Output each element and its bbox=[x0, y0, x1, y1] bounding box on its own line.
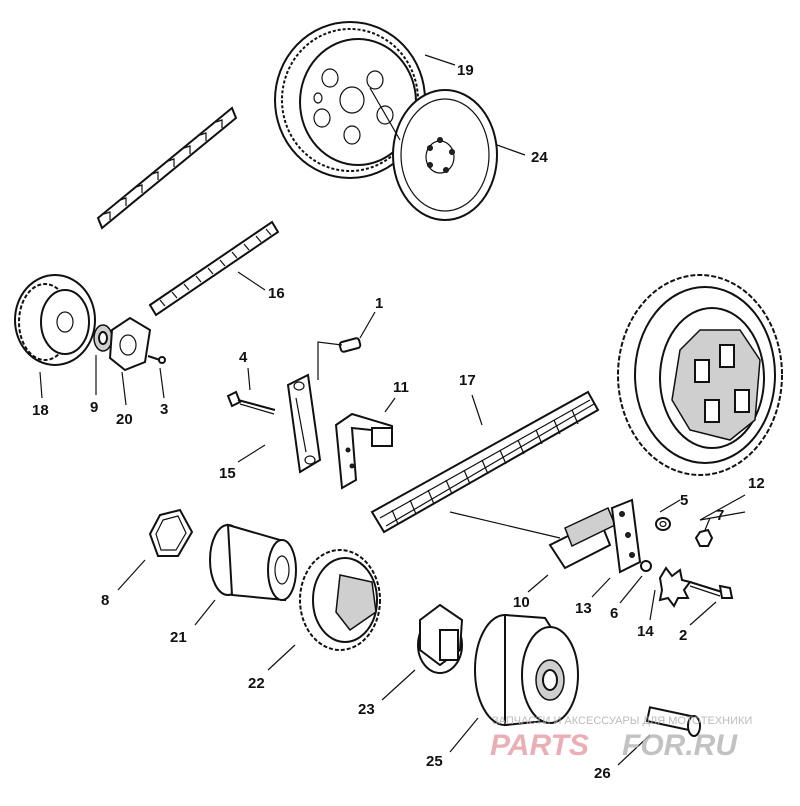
label-15: 15 bbox=[219, 465, 236, 482]
label-22: 22 bbox=[248, 675, 265, 692]
watermark-brand-right: FOR.RU bbox=[622, 729, 738, 762]
watermark-tagline: ЗАПЧАСТИ И АКСЕССУАРЫ ДЛЯ МОТОТЕХНИКИ bbox=[492, 715, 752, 727]
label-8: 8 bbox=[101, 592, 109, 609]
watermark: ЗАПЧАСТИ И АКСЕССУАРЫ ДЛЯ МОТОТЕХНИКИ PA… bbox=[490, 715, 752, 762]
adjuster-bolt bbox=[226, 390, 276, 415]
label-21: 21 bbox=[170, 629, 187, 646]
label-23: 23 bbox=[358, 701, 375, 718]
lock-plate bbox=[108, 316, 152, 372]
drive-belt-lower bbox=[148, 220, 280, 317]
clutch-sprocket bbox=[617, 274, 783, 476]
drive-chain bbox=[370, 390, 600, 534]
clutch-drum bbox=[474, 613, 579, 727]
label-25: 25 bbox=[426, 753, 443, 770]
label-3: 3 bbox=[160, 401, 168, 418]
label-12: 12 bbox=[748, 475, 765, 492]
idler-bracket bbox=[334, 412, 393, 490]
label-20: 20 bbox=[116, 411, 133, 428]
washer bbox=[655, 517, 671, 531]
star-washer bbox=[658, 566, 692, 608]
transmission-sprocket bbox=[299, 549, 381, 651]
screw bbox=[147, 355, 166, 364]
label-17: 17 bbox=[459, 372, 476, 389]
brake-disc bbox=[392, 89, 498, 221]
pulley-nut bbox=[93, 324, 113, 352]
label-19: 19 bbox=[457, 62, 474, 79]
front-pulley bbox=[14, 274, 96, 366]
label-13: 13 bbox=[575, 600, 592, 617]
coupler bbox=[417, 603, 464, 674]
label-10: 10 bbox=[513, 594, 530, 611]
label-4: 4 bbox=[239, 349, 248, 366]
hex-nut bbox=[148, 508, 194, 557]
rear-pulley bbox=[274, 21, 426, 179]
pivot-pin bbox=[645, 706, 701, 737]
label-6: 6 bbox=[610, 605, 618, 622]
adjuster-plate bbox=[286, 373, 322, 474]
label-9: 9 bbox=[90, 399, 98, 416]
tensioner-bolt bbox=[689, 581, 734, 599]
label-11: 11 bbox=[393, 379, 409, 396]
label-16: 16 bbox=[268, 285, 285, 302]
spacer-washer bbox=[640, 560, 652, 572]
lock-nut bbox=[694, 528, 714, 547]
label-7: 7 bbox=[716, 507, 724, 524]
label-5: 5 bbox=[680, 492, 688, 509]
tensioner-plate bbox=[610, 498, 642, 574]
label-26: 26 bbox=[594, 765, 611, 782]
label-1: 1 bbox=[375, 295, 383, 312]
label-14: 14 bbox=[637, 623, 654, 640]
drive-belt-upper bbox=[96, 106, 238, 230]
label-24: 24 bbox=[531, 149, 548, 166]
spline-hub bbox=[209, 523, 297, 602]
label-2: 2 bbox=[679, 627, 687, 644]
label-18: 18 bbox=[32, 402, 49, 419]
watermark-brand-left: PARTS bbox=[490, 729, 589, 762]
screw-top bbox=[317, 337, 362, 380]
tensioner-shoe bbox=[548, 506, 616, 570]
